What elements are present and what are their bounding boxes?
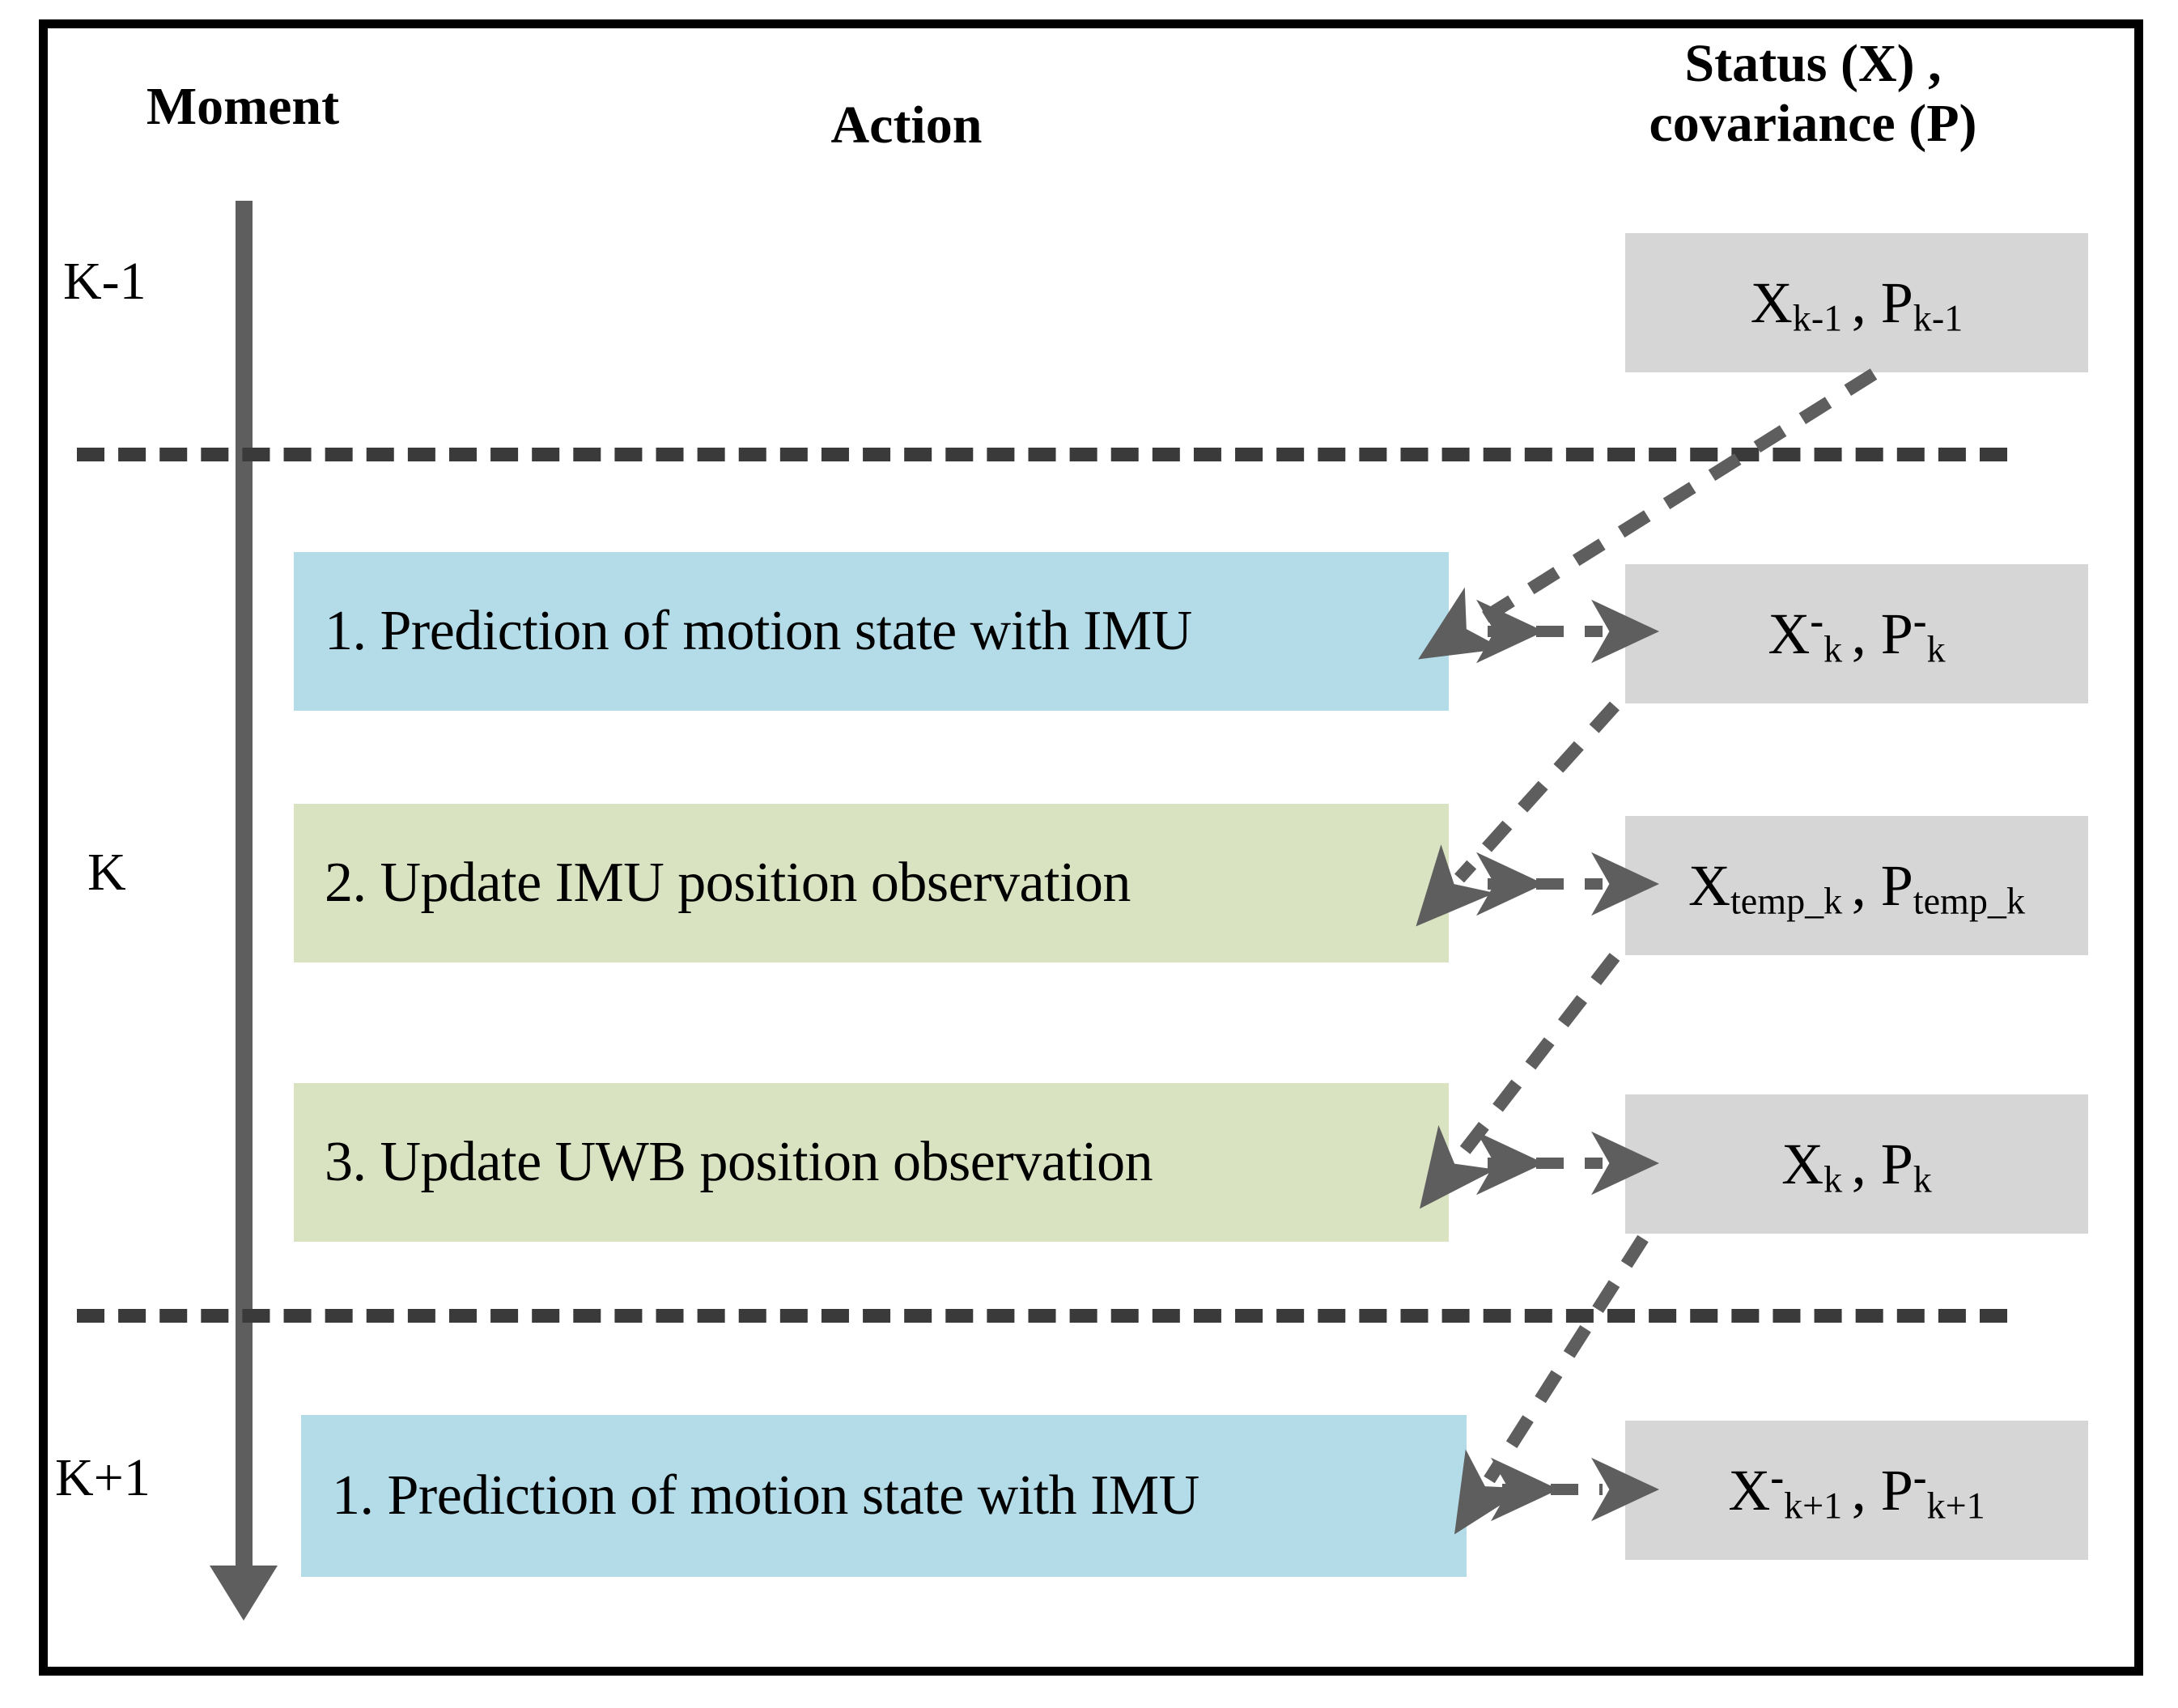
status-box-state-k-plus-1[interactable]: X-k+1 , P-k+1 xyxy=(1625,1421,2088,1560)
status-x-term: X-k+1 xyxy=(1728,1454,1843,1527)
status-p-term: Ptemp_k xyxy=(1880,853,2025,922)
action-box-update-imu-position[interactable]: 2. Update IMU position observation xyxy=(294,804,1449,962)
separator-above-k xyxy=(77,448,2007,461)
action-box-update-uwb-position[interactable]: 3. Update UWB position observation xyxy=(294,1083,1449,1242)
timeline-down-arrow-icon xyxy=(210,1566,278,1621)
status-p-term: P-k xyxy=(1880,597,1946,670)
status-comma: , xyxy=(1851,270,1881,335)
moment-label-k: K xyxy=(87,843,126,902)
status-comma: , xyxy=(1851,1131,1881,1196)
status-box-state-k-prior[interactable]: X-k , P-k xyxy=(1625,564,2088,703)
status-p-term: Pk xyxy=(1880,1132,1932,1200)
status-comma: , xyxy=(1851,852,1881,918)
action-box-predict-imu-k-plus-1[interactable]: 1. Prediction of motion state with IMU xyxy=(301,1415,1467,1577)
status-box-state-k-minus-1[interactable]: Xk-1 , Pk-1 xyxy=(1625,233,2088,372)
status-p-term: Pk-1 xyxy=(1880,270,1964,339)
status-comma: , xyxy=(1851,601,1881,666)
status-box-state-k-post[interactable]: Xk , Pk xyxy=(1625,1094,2088,1234)
moment-label-k-plus-1: K+1 xyxy=(55,1448,151,1507)
separator-below-k xyxy=(77,1309,2007,1323)
action-box-predict-imu-k[interactable]: 1. Prediction of motion state with IMU xyxy=(294,552,1449,711)
status-p-term: P-k+1 xyxy=(1880,1454,1985,1527)
status-x-term: Xtemp_k xyxy=(1688,853,1843,922)
status-comma: , xyxy=(1851,1457,1881,1523)
status-box-state-k-temp[interactable]: Xtemp_k , Ptemp_k xyxy=(1625,816,2088,955)
outer-frame xyxy=(39,19,2143,1676)
column-header-action: Action xyxy=(830,96,983,155)
status-x-term: X-k xyxy=(1768,597,1843,670)
column-header-status: Status (X) , covariance (P) xyxy=(1649,34,1977,153)
timeline-axis xyxy=(236,201,253,1569)
status-x-term: Xk xyxy=(1781,1132,1843,1200)
column-header-moment: Moment xyxy=(146,77,340,136)
moment-label-k-minus-1: K-1 xyxy=(63,252,146,311)
status-x-term: Xk-1 xyxy=(1750,270,1843,339)
